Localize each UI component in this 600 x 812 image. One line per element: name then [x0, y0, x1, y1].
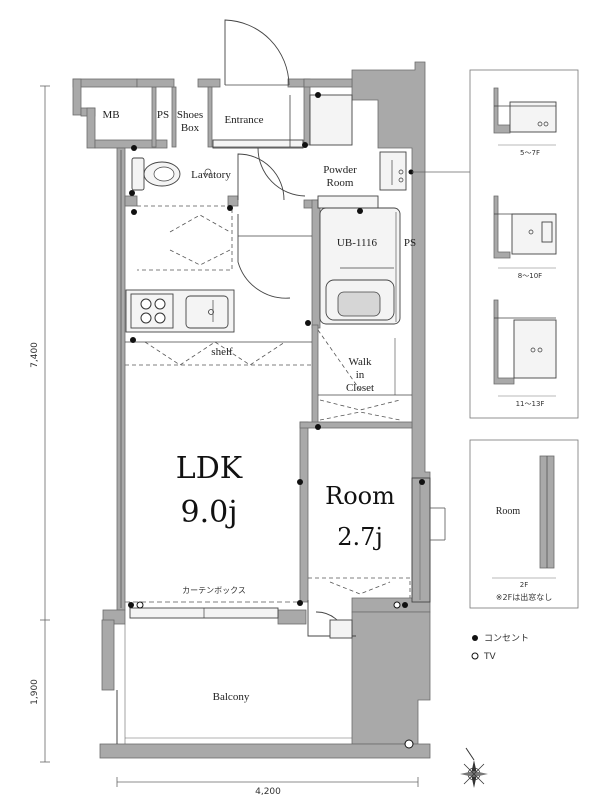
dimension-vertical-lower: 1,900	[30, 679, 40, 705]
variant-room-floor: 2F	[520, 581, 528, 589]
label-powder-room-1: Powder	[323, 164, 357, 176]
dimension-vertical-upper: 7,400	[30, 342, 40, 368]
variant-floors-b: 8～10F	[518, 272, 542, 280]
label-ps-right: PS	[404, 237, 416, 249]
label-entrance: Entrance	[224, 114, 263, 126]
variant-floors-a: 5～7F	[520, 149, 540, 157]
label-ldk-size: 9.0j	[180, 495, 237, 530]
label-walk-in-closet-2: in	[356, 369, 365, 381]
label-walk-in-closet-1: Walk	[349, 356, 372, 368]
dimension-horizontal: 4,200	[255, 787, 281, 797]
tv-outlets	[136, 601, 401, 609]
label-room-size: 2.7j	[337, 523, 383, 551]
balcony-outline	[116, 624, 414, 749]
label-curtain-box: カーテンボックス	[182, 586, 246, 595]
shelf-line	[125, 341, 312, 366]
label-ps-left: PS	[157, 109, 169, 121]
variant-room-label: Room	[496, 506, 521, 517]
legend-outlet-label: コンセント	[484, 633, 529, 644]
compass-icon	[460, 747, 488, 788]
variant-panel-room	[469, 439, 579, 609]
label-ub: UB-1116	[337, 237, 378, 249]
label-lavatory: Lavatory	[191, 169, 231, 181]
unit-bath	[319, 207, 401, 325]
label-balcony: Balcony	[213, 691, 250, 703]
legend-tv-label: TV	[483, 652, 496, 662]
variant-panel-powder	[469, 69, 579, 419]
label-shelf: shelf	[211, 346, 233, 358]
kitchen-counter	[125, 289, 235, 333]
label-shoes-box-1: Shoes	[177, 109, 203, 121]
toilet-fixture	[131, 157, 212, 191]
label-walk-in-closet-3: Closet	[346, 382, 374, 394]
label-shoes-box-2: Box	[181, 122, 200, 134]
label-ldk-name: LDK	[176, 451, 243, 486]
closet-hatch	[317, 329, 412, 421]
walls	[72, 61, 431, 759]
legend	[471, 635, 479, 660]
label-powder-room-2: Room	[327, 177, 354, 189]
label-mb: MB	[102, 109, 119, 121]
dimension-lines	[40, 85, 419, 787]
curtain-box	[125, 601, 300, 619]
bay-window	[411, 477, 446, 603]
variant-floors-c: 11～13F	[516, 400, 545, 408]
variant-room-note: ※2Fは出窓なし	[496, 592, 552, 602]
label-room-name: Room	[325, 482, 395, 510]
outlet-dots	[128, 92, 425, 608]
powder-room-fixtures	[309, 94, 407, 209]
